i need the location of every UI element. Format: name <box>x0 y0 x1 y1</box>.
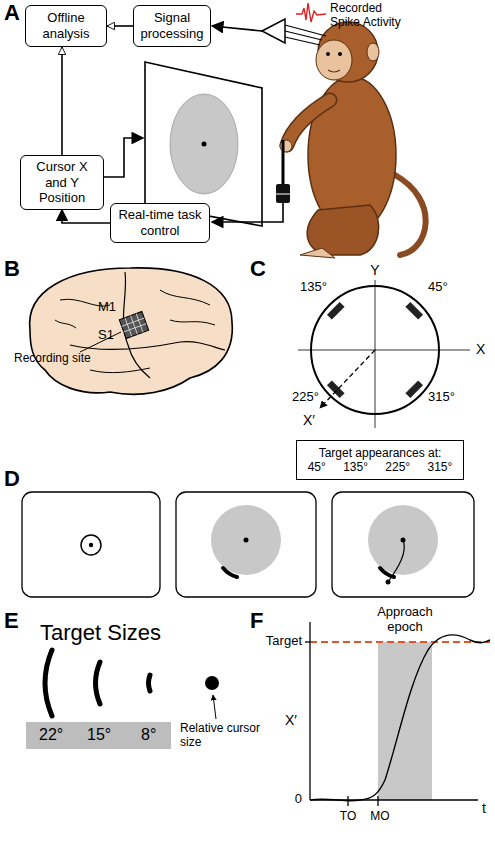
panel-letter: A <box>4 0 20 25</box>
axis-label: X′ <box>303 412 315 428</box>
axis-label: Y <box>370 262 379 278</box>
box-text: Offline analysis <box>31 10 101 41</box>
panel-letter: D <box>4 466 20 491</box>
process-box: Offline analysis <box>25 5 107 47</box>
box-text: Real-time task control <box>116 207 204 238</box>
callout-label: Relative cursor size <box>180 722 280 750</box>
event-label: MO <box>370 810 389 824</box>
brain <box>30 268 233 394</box>
box-text: Signal processing <box>139 10 205 41</box>
size-label: 8° <box>141 726 156 744</box>
callout-label: Recording site <box>14 352 91 366</box>
box-text: Target appearances at: <box>319 446 442 460</box>
joystick <box>276 140 290 203</box>
trajectory-plot <box>305 622 490 806</box>
electrode-array <box>119 311 148 338</box>
angle-label: 225° <box>292 390 319 405</box>
connector-arrow <box>61 47 63 155</box>
area-label: S1 <box>98 328 114 343</box>
epoch-label: Approach epoch <box>365 605 445 635</box>
size-label: 15° <box>87 726 111 744</box>
axis-label: X′ <box>285 712 297 728</box>
spike-waveform <box>296 3 326 22</box>
axis-label: 0 <box>295 792 302 807</box>
cursor-to-screen-wire <box>103 138 143 177</box>
angle-label: 45° <box>428 280 448 295</box>
connector-arrow <box>107 25 133 27</box>
box-subtext: 45° 135° 225° 315° <box>308 460 453 474</box>
box-text: Cursor X and Y Position <box>26 159 98 206</box>
legend-box: Target appearances at:45° 135° 225° 315° <box>296 440 464 480</box>
panel-letter: E <box>4 608 19 633</box>
monkey-figure <box>280 22 426 258</box>
task-screens <box>22 492 474 597</box>
axis-label: X <box>476 341 485 357</box>
monitor-screen <box>145 62 262 226</box>
process-box: Real-time task control <box>110 203 210 243</box>
axis-label: Target <box>266 634 302 649</box>
signal-label: Recorded Spike Activity <box>330 2 408 30</box>
area-label: M1 <box>98 300 116 315</box>
target-circle <box>298 280 470 428</box>
angle-label: 135° <box>300 280 327 295</box>
process-box: Signal processing <box>133 5 211 47</box>
angle-label: 315° <box>428 390 455 405</box>
panel-letter: F <box>250 608 263 633</box>
panel-letter: C <box>250 256 266 281</box>
process-box: Cursor X and Y Position <box>20 155 104 210</box>
size-label: 22° <box>39 726 63 744</box>
axis-label: t <box>482 800 486 816</box>
panel-letter: B <box>4 256 20 281</box>
joystick-wire <box>212 203 283 222</box>
connector-arrow <box>62 210 110 223</box>
electrode <box>212 19 326 45</box>
event-label: TO <box>340 810 356 824</box>
section-title: Target Sizes <box>40 620 161 645</box>
